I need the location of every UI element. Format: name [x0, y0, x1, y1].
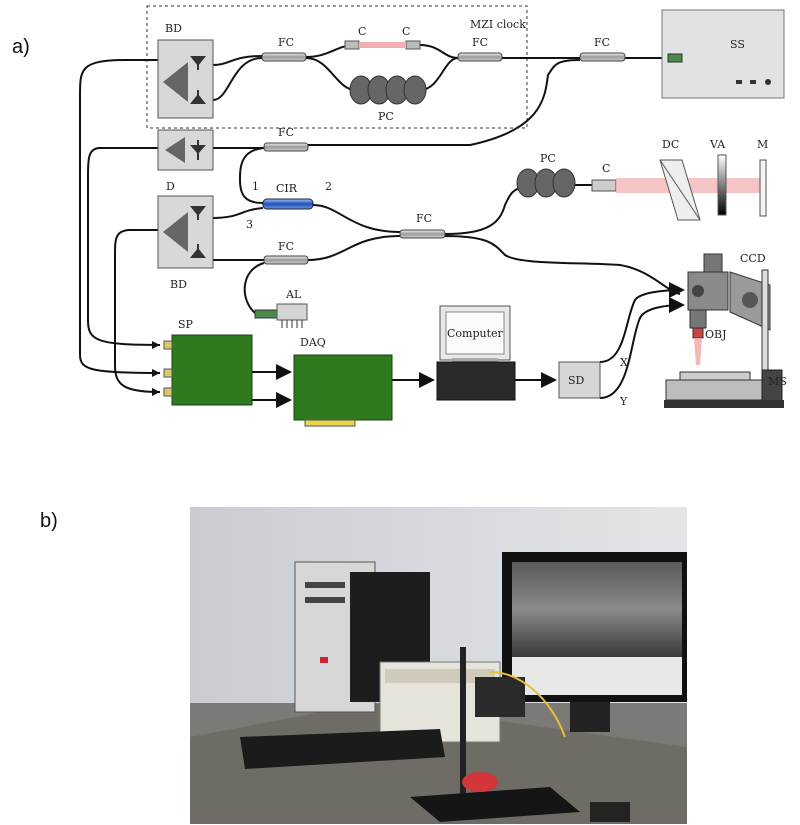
- dispersion-compensator: [659, 159, 701, 221]
- sp-label: SP: [178, 318, 194, 331]
- daq-card: [293, 354, 393, 427]
- mzi-polarization-controller: [349, 75, 427, 105]
- variable-attenuator: [717, 154, 727, 216]
- x-label: X: [620, 356, 628, 369]
- c2-label: C: [402, 25, 410, 38]
- al-label: AL: [285, 288, 302, 301]
- computer: [436, 305, 516, 401]
- fc-mid-label: FC: [278, 126, 294, 139]
- photodetector: [157, 129, 214, 171]
- daq-label: DAQ: [300, 336, 326, 349]
- reference-collimator: [591, 179, 617, 192]
- sd-label: SD: [568, 374, 585, 387]
- bd-top-label: BD: [165, 22, 182, 35]
- fc2-label: FC: [472, 36, 488, 49]
- aiming-laser: [254, 303, 308, 328]
- mzi-clock-label: MZI clock: [470, 18, 526, 31]
- dc-label: DC: [662, 138, 679, 151]
- port3-label: 3: [246, 218, 253, 231]
- ss-label: SS: [730, 38, 745, 51]
- sample-arm-probe: [687, 253, 771, 365]
- ccd-label: CCD: [740, 252, 766, 265]
- port2-label: 2: [325, 180, 332, 193]
- bd-bottom-label: BD: [170, 278, 187, 291]
- cir-label: CIR: [276, 182, 298, 195]
- va-label: VA: [709, 138, 726, 151]
- computer-label: Computer: [447, 327, 504, 340]
- scanner-driver: [558, 361, 601, 399]
- c1-label: C: [358, 25, 366, 38]
- sp-input-arrows: [152, 341, 160, 396]
- motorized-stage: [664, 269, 784, 408]
- oct-system-diagram: MZI clock: [79, 5, 787, 427]
- swept-source: [661, 9, 785, 99]
- fc-low-label: FC: [278, 240, 294, 253]
- c-ref-label: C: [602, 162, 610, 175]
- pc-ref-label: PC: [540, 152, 556, 165]
- m-label: M: [757, 138, 768, 151]
- panel-label-b: b): [40, 510, 58, 532]
- setup-photograph: [190, 507, 687, 824]
- fc1-label: FC: [278, 36, 294, 49]
- ms-label: MS: [768, 375, 787, 388]
- panel-label-a: a): [12, 36, 30, 58]
- obj-label: OBJ: [705, 328, 727, 341]
- port1-label: 1: [252, 180, 259, 193]
- balanced-detector-bottom: [157, 195, 214, 269]
- fc-main-label: FC: [416, 212, 432, 225]
- d-label: D: [166, 180, 175, 193]
- y-label: Y: [619, 395, 628, 408]
- circulator: [262, 198, 314, 210]
- fiber-couplers: [261, 52, 626, 265]
- pc-mzi-label: PC: [378, 110, 394, 123]
- mzi-clock-box: [146, 5, 528, 129]
- fc3-label: FC: [594, 36, 610, 49]
- balanced-detector-top: [157, 39, 214, 119]
- signal-processor: [163, 334, 253, 406]
- mzi-collimators: [344, 40, 421, 50]
- reference-polarization-controller: [516, 168, 576, 198]
- reference-mirror: [759, 159, 767, 217]
